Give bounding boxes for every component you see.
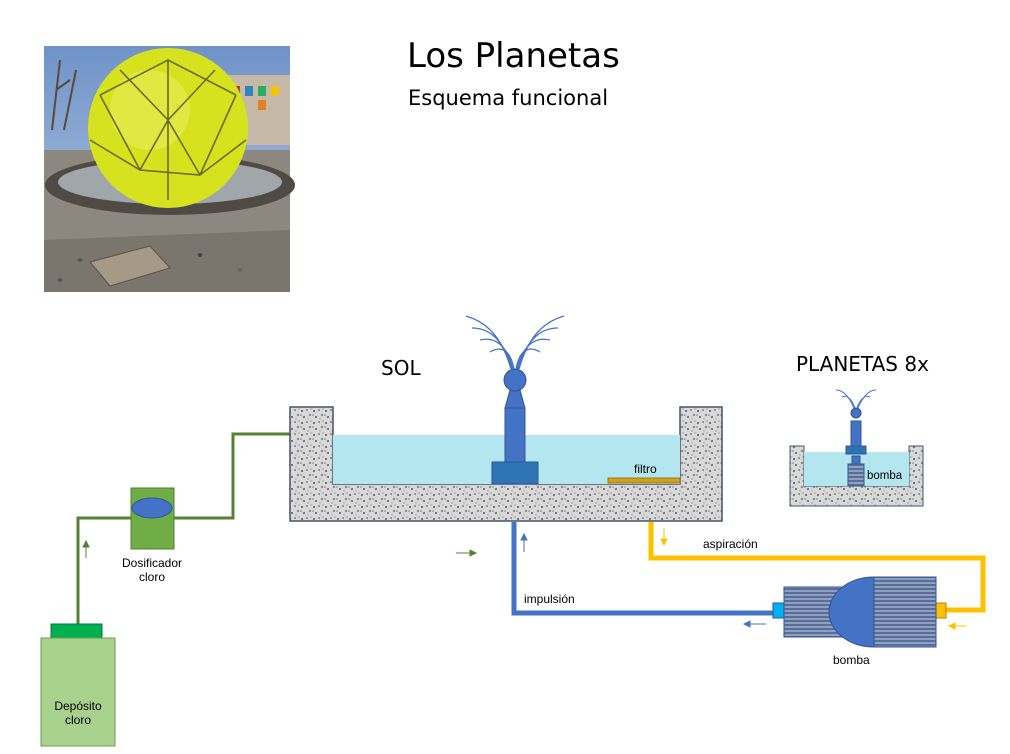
aspiracion-label: aspiración xyxy=(703,537,758,551)
sol-label: SOL xyxy=(381,356,421,380)
aspiracion-pipe xyxy=(648,522,986,613)
planeta-basin xyxy=(789,389,924,507)
page-subtitle: Esquema funcional xyxy=(408,86,609,110)
page-title: Los Planetas xyxy=(407,36,620,76)
planeta-bomba-label: bomba xyxy=(867,470,903,482)
deposito-label-line1: Depósito xyxy=(54,699,102,713)
filtro-label: filtro xyxy=(634,462,657,476)
impulsion-left-arrow xyxy=(742,620,766,628)
dosificador-label-line2: cloro xyxy=(138,570,165,584)
impulsion-label: impulsión xyxy=(524,592,575,606)
fountain-photo xyxy=(44,46,295,292)
impulsion-up-arrow xyxy=(520,532,528,552)
dosificador-label: Dosificador cloro xyxy=(110,556,194,584)
filtro-plate xyxy=(607,477,681,484)
dosificador-label-line1: Dosificador xyxy=(121,556,183,570)
aspiracion-down-arrow xyxy=(660,528,668,547)
main-pump xyxy=(772,576,947,648)
aspiracion-left-arrow xyxy=(947,622,966,630)
chlorine-right-arrow xyxy=(456,549,478,557)
chlorine-up-arrow xyxy=(82,539,90,558)
deposito-label: Depósito cloro xyxy=(41,699,115,727)
impulsion-pipe xyxy=(511,522,773,616)
main-bomba-label: bomba xyxy=(833,653,870,667)
dosificador-box xyxy=(130,487,175,550)
chlorine-pipe xyxy=(76,432,292,624)
sol-fountain-column xyxy=(465,315,565,485)
flow-arrows xyxy=(82,528,966,630)
deposito-label-line2: cloro xyxy=(64,713,91,727)
deposito-tank xyxy=(40,623,116,747)
planetas-label: PLANETAS 8x xyxy=(796,352,929,376)
